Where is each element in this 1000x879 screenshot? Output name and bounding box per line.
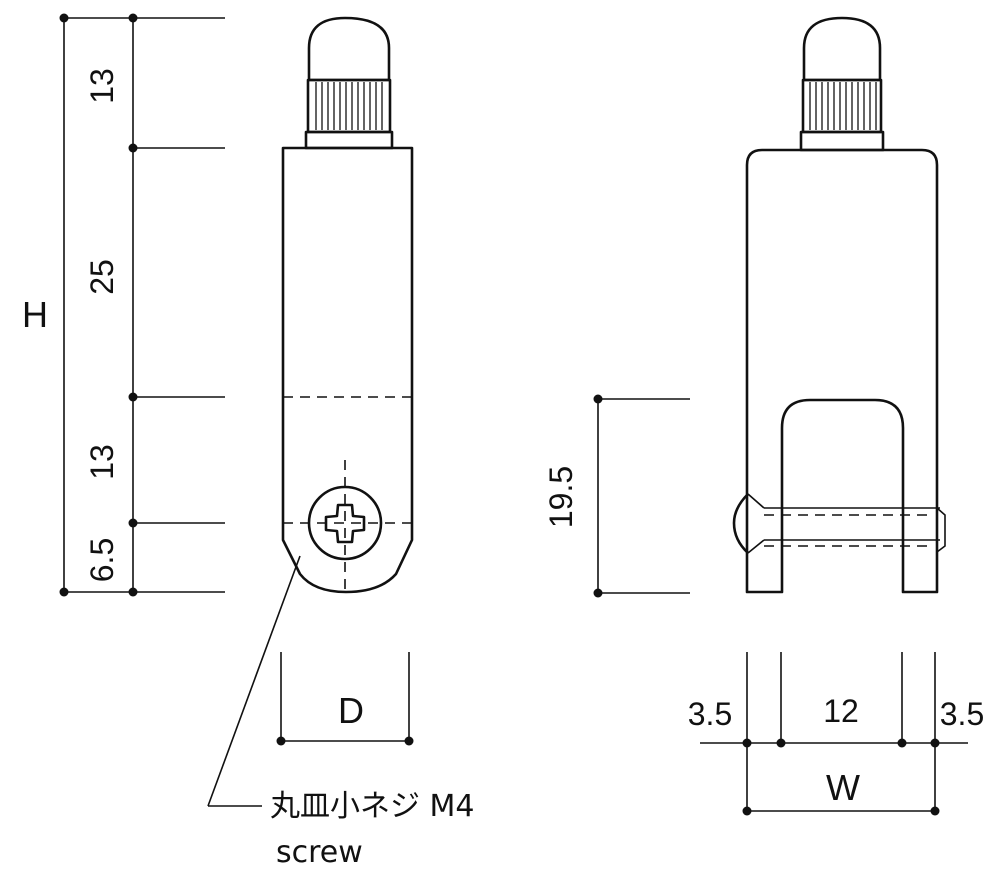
- upper-body-label: 25: [84, 259, 120, 295]
- front-view-part: [732, 16, 946, 594]
- height-dimension-chain: [59, 13, 225, 597]
- side-view-part: [281, 16, 414, 594]
- wall-left-label: 3.5: [688, 696, 732, 732]
- screw-callout-japanese: 丸皿小ネジ M4: [270, 789, 475, 824]
- overall-width-label: W: [826, 767, 860, 808]
- slot-width-label: 12: [823, 693, 859, 729]
- cross-screw-icon: [732, 493, 946, 554]
- phillips-screw-head-icon: [307, 485, 383, 561]
- slot-height-label: 19.5: [543, 466, 579, 528]
- slot-height-dimension: [593, 394, 690, 598]
- wall-right-label: 3.5: [940, 696, 984, 732]
- lower-body-label: 13: [84, 444, 120, 480]
- knurl-lines: [315, 82, 383, 130]
- width-dimension-chain: [700, 652, 968, 816]
- screw-callout-english: screw: [276, 835, 363, 870]
- diameter-label: D: [338, 690, 364, 731]
- knurl-lines: [809, 82, 877, 130]
- overall-height-label: H: [22, 294, 48, 335]
- diameter-dimension: [276, 652, 414, 746]
- cap-height-label: 13: [84, 68, 120, 104]
- screw-leader-line: [207, 555, 301, 807]
- bottom-offset-label: 6.5: [84, 538, 120, 582]
